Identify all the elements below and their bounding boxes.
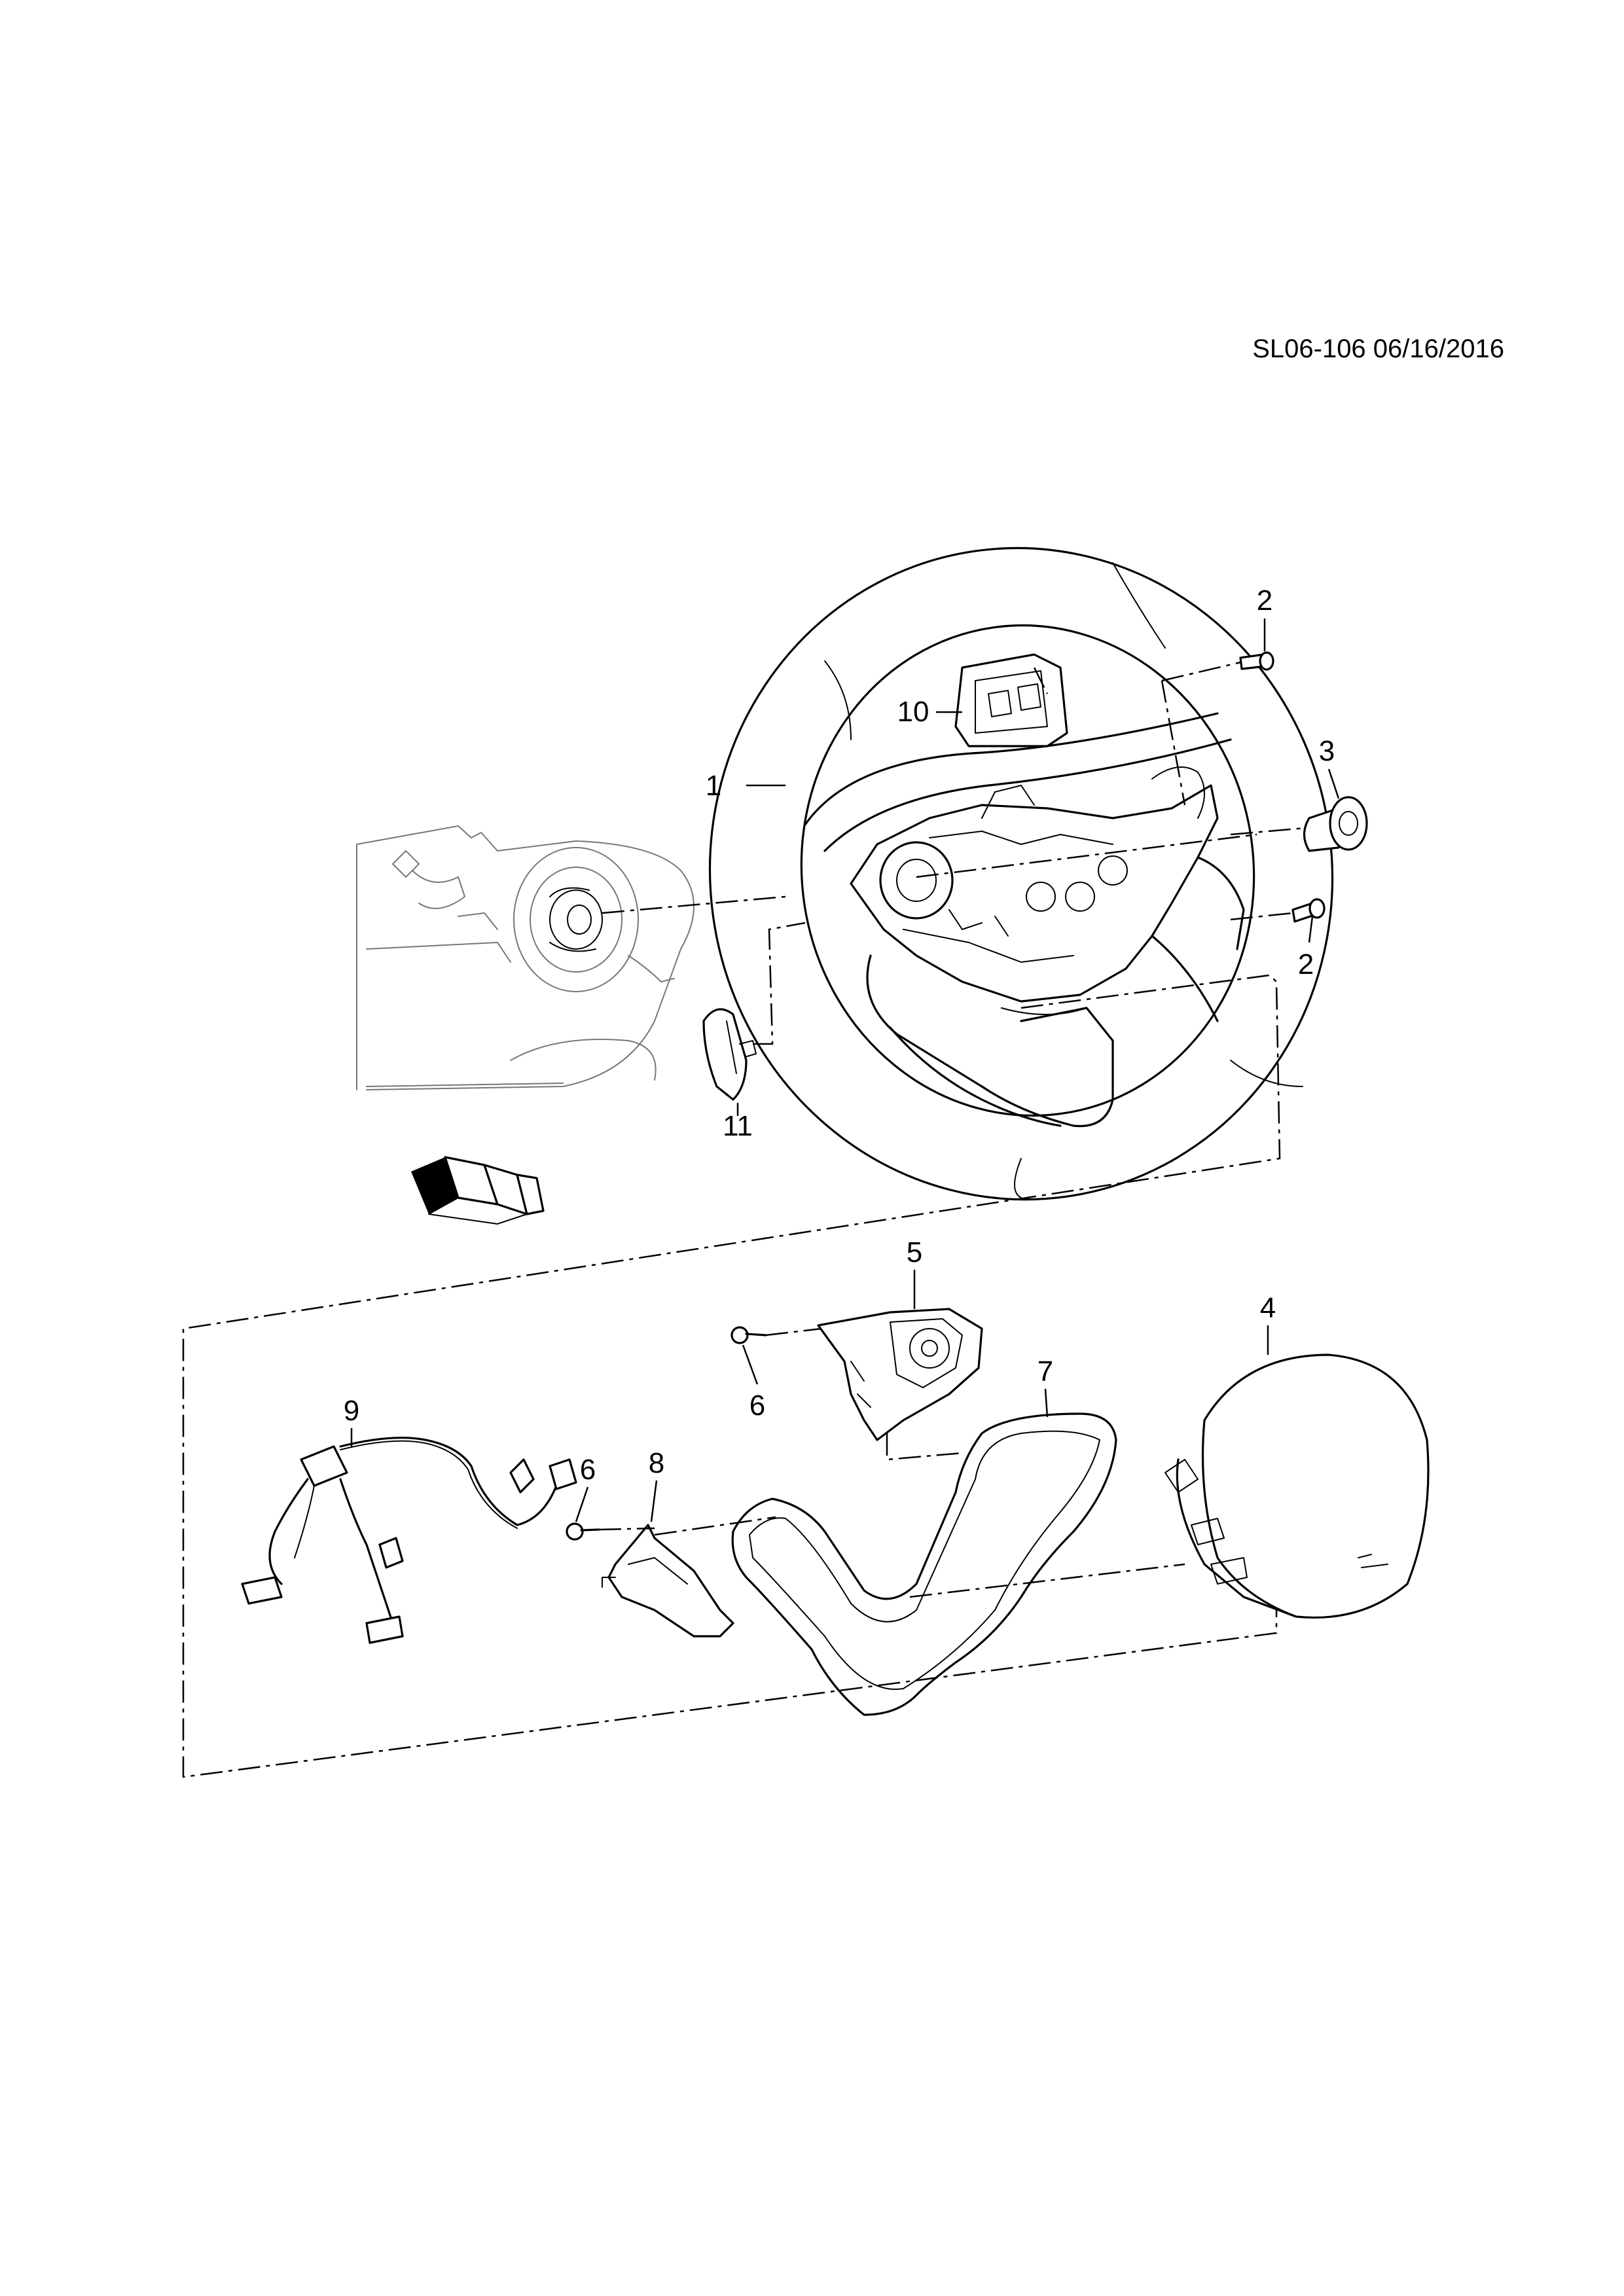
paddle-part (702, 1008, 757, 1101)
wiring-harness-part (241, 1437, 577, 1644)
callout-1: 1 (706, 770, 721, 802)
bolt-upper-part (1239, 651, 1274, 671)
cover-left-part (602, 1524, 734, 1638)
screw-switch-part (731, 1326, 767, 1344)
callout-6-switch: 6 (749, 1390, 765, 1422)
upper-cover-part (954, 653, 1068, 747)
callout-7: 7 (1038, 1355, 1053, 1388)
callout-3: 3 (1319, 735, 1335, 767)
callout-5: 5 (907, 1236, 922, 1268)
callout-10: 10 (897, 696, 929, 728)
airbag-module-part (1164, 1354, 1430, 1619)
trim-bezel-part (731, 1412, 1117, 1716)
diagram-reference: SL06-106 06/16/2016 (1252, 334, 1504, 363)
steering-wheel (708, 547, 1334, 1201)
nut-part (1303, 796, 1368, 852)
assembly-lines (182, 661, 1307, 1778)
callout-9: 9 (344, 1395, 359, 1427)
callout-2-upper: 2 (1257, 584, 1272, 617)
callout-4: 4 (1260, 1292, 1276, 1324)
control-switch-part (817, 1308, 983, 1441)
steering-column-ghost (356, 825, 695, 1090)
screw-bezel-part (566, 1522, 600, 1541)
callout-6-bezel: 6 (580, 1454, 596, 1486)
front-direction-icon (411, 1156, 545, 1225)
bolt-lower-part (1291, 898, 1326, 923)
callout-2-lower: 2 (1298, 948, 1314, 980)
callout-8: 8 (649, 1447, 664, 1479)
